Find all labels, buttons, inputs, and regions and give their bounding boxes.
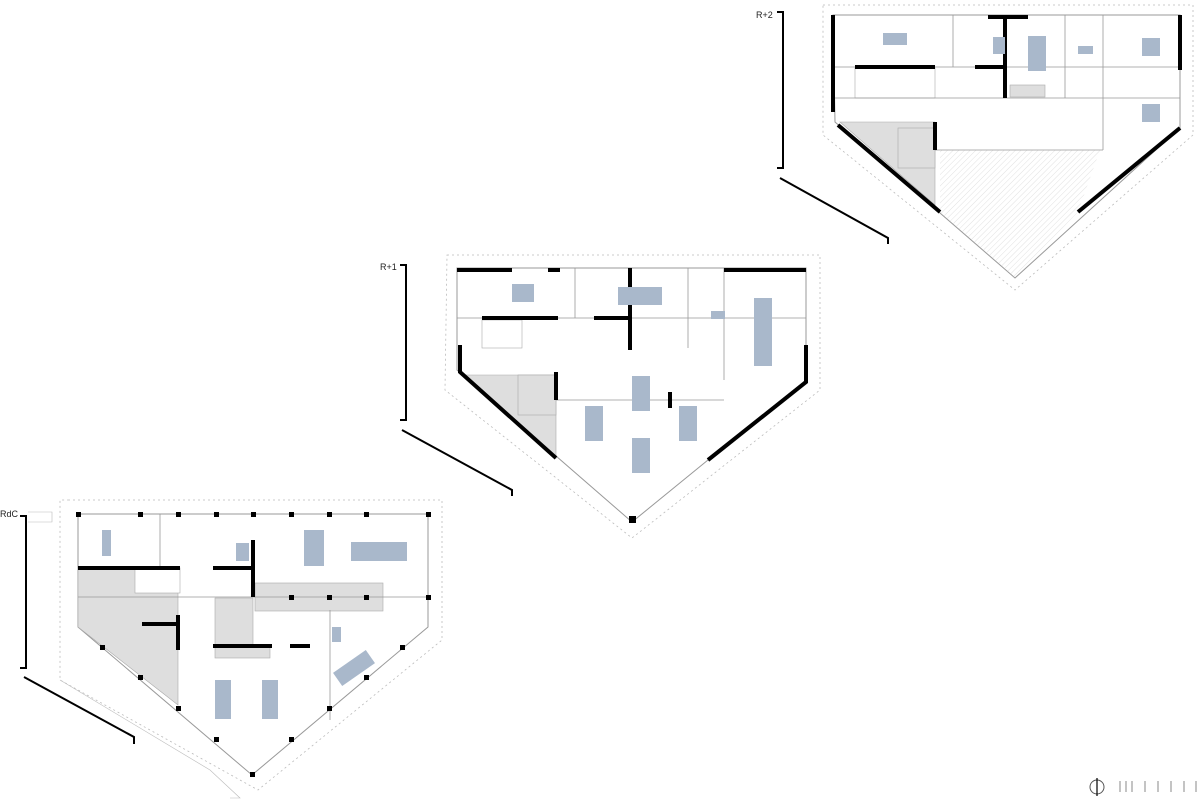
scale-bar-icon xyxy=(1119,781,1197,792)
r1-level-bracket xyxy=(400,264,513,496)
work-table xyxy=(215,680,231,719)
plan-r2 xyxy=(822,4,1194,291)
level-label-r2: R+2 xyxy=(756,10,773,20)
work-table xyxy=(679,406,697,441)
r1-furniture xyxy=(512,284,772,473)
north-arrow-icon xyxy=(1089,778,1105,796)
rdc-columns xyxy=(76,512,431,777)
meeting-table xyxy=(1142,104,1160,122)
level-label-r1: R+1 xyxy=(380,262,397,272)
r2-furniture xyxy=(883,33,1160,122)
rdc-furniture xyxy=(102,530,407,719)
desk xyxy=(883,33,907,45)
r2-level-bracket xyxy=(777,11,889,244)
r1-toilets xyxy=(517,374,557,416)
desk xyxy=(332,627,341,642)
rdc-toilets xyxy=(214,597,254,647)
rdc-level-bracket xyxy=(20,511,241,799)
desk xyxy=(512,284,534,302)
meeting-table xyxy=(1142,38,1160,56)
r2-bench xyxy=(1009,84,1046,98)
desk xyxy=(711,311,725,319)
desk xyxy=(236,543,249,561)
r1-site-boundary xyxy=(444,254,821,539)
work-table xyxy=(632,438,650,473)
meeting-table xyxy=(351,542,407,561)
meeting-table xyxy=(304,530,324,566)
r2-stair xyxy=(854,67,936,99)
rdc-stair xyxy=(134,567,181,594)
meeting-table xyxy=(1028,36,1046,71)
r2-terrace xyxy=(940,150,1100,278)
level-label-rdc: RdC xyxy=(0,509,19,519)
r1-stair xyxy=(481,319,523,349)
desk xyxy=(333,649,375,687)
work-table xyxy=(585,406,603,441)
plan-r1 xyxy=(444,254,821,539)
desk xyxy=(102,530,111,556)
r1-apex-column xyxy=(629,516,636,523)
conference-table xyxy=(754,298,772,366)
desk xyxy=(993,37,1005,54)
rdc-site-boundary xyxy=(59,499,443,791)
work-table xyxy=(262,680,278,719)
r2-toilets xyxy=(897,127,936,169)
meeting-table xyxy=(618,287,662,305)
work-table xyxy=(632,376,650,411)
plan-rdc xyxy=(59,499,443,791)
desk xyxy=(1078,46,1093,54)
